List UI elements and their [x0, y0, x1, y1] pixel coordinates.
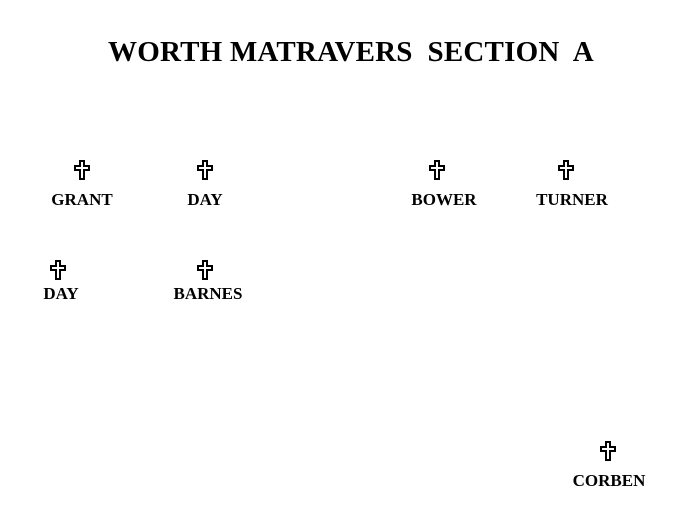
grave-name: CORBEN: [572, 471, 646, 490]
grave-name: BARNES: [173, 284, 243, 303]
cross-icon: [197, 260, 213, 280]
grave-bower: BOWER: [389, 160, 499, 210]
cross-icon: [50, 260, 66, 280]
grave-name: TURNER: [536, 190, 608, 209]
cross-icon: [74, 160, 90, 180]
cross-icon: [600, 441, 616, 461]
grave-name: DAY: [187, 190, 223, 209]
grave-name: GRANT: [51, 190, 113, 209]
grave-name: DAY: [43, 284, 79, 303]
cross-icon: [429, 160, 445, 180]
grave-turner: TURNER: [517, 160, 627, 210]
grave-barnes: BARNES: [153, 260, 263, 304]
grave-day-2: DAY: [6, 260, 116, 304]
grave-corben: CORBEN: [554, 441, 664, 491]
cross-icon: [197, 160, 213, 180]
page-title: WORTH MATRAVERS SECTION A: [108, 36, 594, 68]
grave-day-1: DAY: [150, 160, 260, 210]
cross-icon: [558, 160, 574, 180]
grave-grant: GRANT: [27, 160, 137, 210]
grave-name: BOWER: [411, 190, 477, 209]
